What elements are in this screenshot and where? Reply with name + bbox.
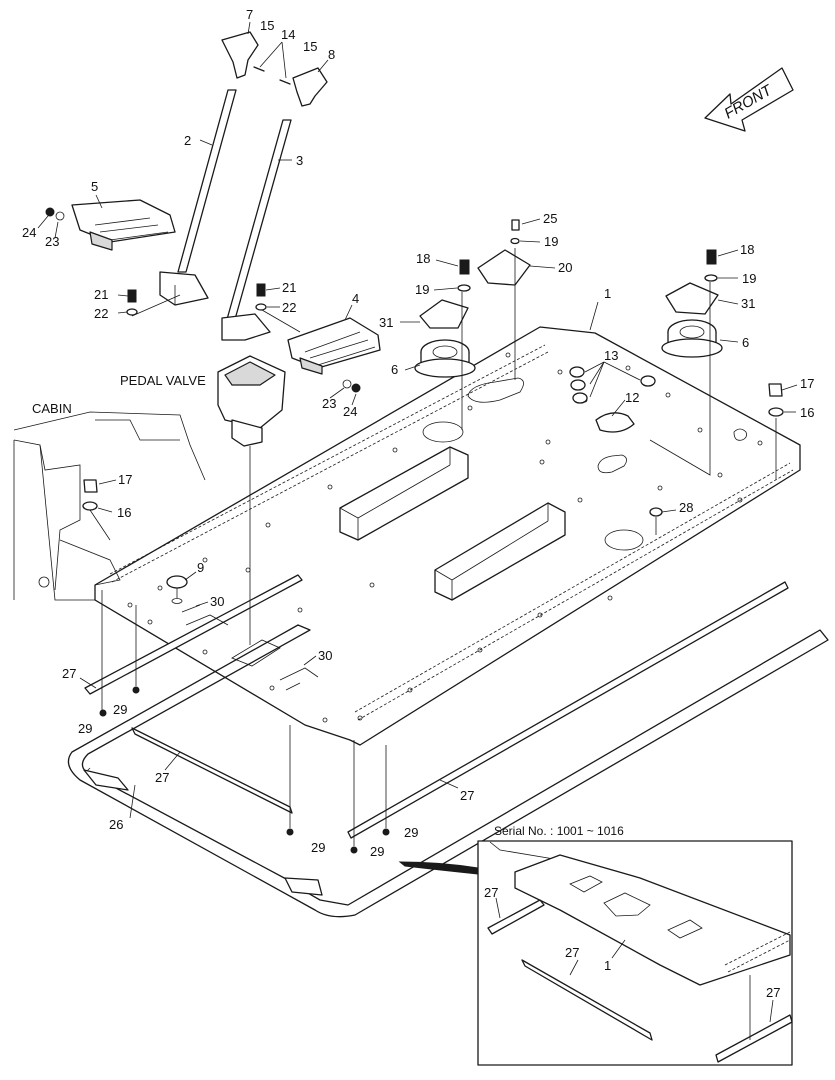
grommet-12 xyxy=(595,412,635,433)
callout-16a: 16 xyxy=(117,505,131,520)
callout-29c: 29 xyxy=(311,840,325,855)
callout-1: 1 xyxy=(604,286,611,301)
cabin-outline xyxy=(13,411,206,601)
callout-29d: 29 xyxy=(404,825,418,840)
callout-13: 13 xyxy=(604,348,618,363)
inset-title: Serial No. : 1001 ~ 1016 xyxy=(494,824,624,838)
callout-9: 9 xyxy=(197,560,204,575)
pedal-valve-label: PEDAL VALVE xyxy=(120,373,206,388)
callout-17a: 17 xyxy=(118,472,132,487)
mount-right xyxy=(661,319,723,358)
callout-5: 5 xyxy=(91,179,98,194)
callout-3: 3 xyxy=(296,153,303,168)
callout-24b: 24 xyxy=(343,404,357,419)
callout-19b: 19 xyxy=(544,234,558,249)
callout-27b: 27 xyxy=(155,770,169,785)
callout-8: 8 xyxy=(328,47,335,62)
lever-assembly-right xyxy=(221,67,328,341)
plate-31-right xyxy=(665,282,719,315)
floor-mat-seal xyxy=(67,624,829,918)
callout-31a: 31 xyxy=(379,315,393,330)
callout-19c: 19 xyxy=(742,271,756,286)
floor-plate xyxy=(94,326,801,746)
callout-16b: 16 xyxy=(800,405,814,420)
pedal-right xyxy=(287,317,381,375)
callout-14: 14 xyxy=(281,27,295,42)
inset-callout-1: 1 xyxy=(604,958,611,973)
callout-22b: 22 xyxy=(282,300,296,315)
lever-assembly-left xyxy=(159,31,259,306)
callout-30b: 30 xyxy=(318,648,332,663)
cover-20 xyxy=(477,249,531,286)
callout-19a: 19 xyxy=(415,282,429,297)
callout-25: 25 xyxy=(543,211,557,226)
callout-21a: 21 xyxy=(94,287,108,302)
fasteners xyxy=(45,66,784,854)
callout-27c: 27 xyxy=(460,788,474,803)
leader-lines xyxy=(89,248,777,846)
callout-15b: 15 xyxy=(303,39,317,54)
callout-12: 12 xyxy=(625,390,639,405)
callout-23a: 23 xyxy=(45,234,59,249)
callout-28: 28 xyxy=(679,500,693,515)
callout-18b: 18 xyxy=(740,242,754,257)
callout-20: 20 xyxy=(558,260,572,275)
callouts: 1 2 3 4 5 6 6 7 8 9 12 13 14 15 15 16 16 xyxy=(22,7,814,859)
inset-callout-27c: 27 xyxy=(766,985,780,1000)
callout-24a: 24 xyxy=(22,225,36,240)
pedal-left xyxy=(71,199,176,251)
callout-26: 26 xyxy=(109,817,123,832)
callout-29b: 29 xyxy=(113,702,127,717)
front-arrow: FRONT xyxy=(704,67,794,132)
strips xyxy=(84,574,789,839)
mount-left xyxy=(414,339,476,378)
callout-7: 7 xyxy=(246,7,253,22)
inset-callout-27b: 27 xyxy=(565,945,579,960)
callout-23b: 23 xyxy=(322,396,336,411)
callout-21b: 21 xyxy=(282,280,296,295)
callout-4: 4 xyxy=(352,291,359,306)
callout-22a: 22 xyxy=(94,306,108,321)
callout-2: 2 xyxy=(184,133,191,148)
inset-callout-27a: 27 xyxy=(484,885,498,900)
callout-27a: 27 xyxy=(62,666,76,681)
callout-29a: 29 xyxy=(78,721,92,736)
plate-31-left xyxy=(419,299,469,329)
callout-6b: 6 xyxy=(742,335,749,350)
callout-18a: 18 xyxy=(416,251,430,266)
plate-holes xyxy=(127,352,763,723)
inset-detail: Serial No. : 1001 ~ 1016 27 27 27 1 xyxy=(398,824,793,1066)
callout-30a: 30 xyxy=(210,594,224,609)
callout-6a: 6 xyxy=(391,362,398,377)
pedal-valve xyxy=(217,355,286,447)
callout-15a: 15 xyxy=(260,18,274,33)
callout-17b: 17 xyxy=(800,376,814,391)
callout-29e: 29 xyxy=(370,844,384,859)
callout-31b: 31 xyxy=(741,296,755,311)
cabin-label: CABIN xyxy=(32,401,72,416)
